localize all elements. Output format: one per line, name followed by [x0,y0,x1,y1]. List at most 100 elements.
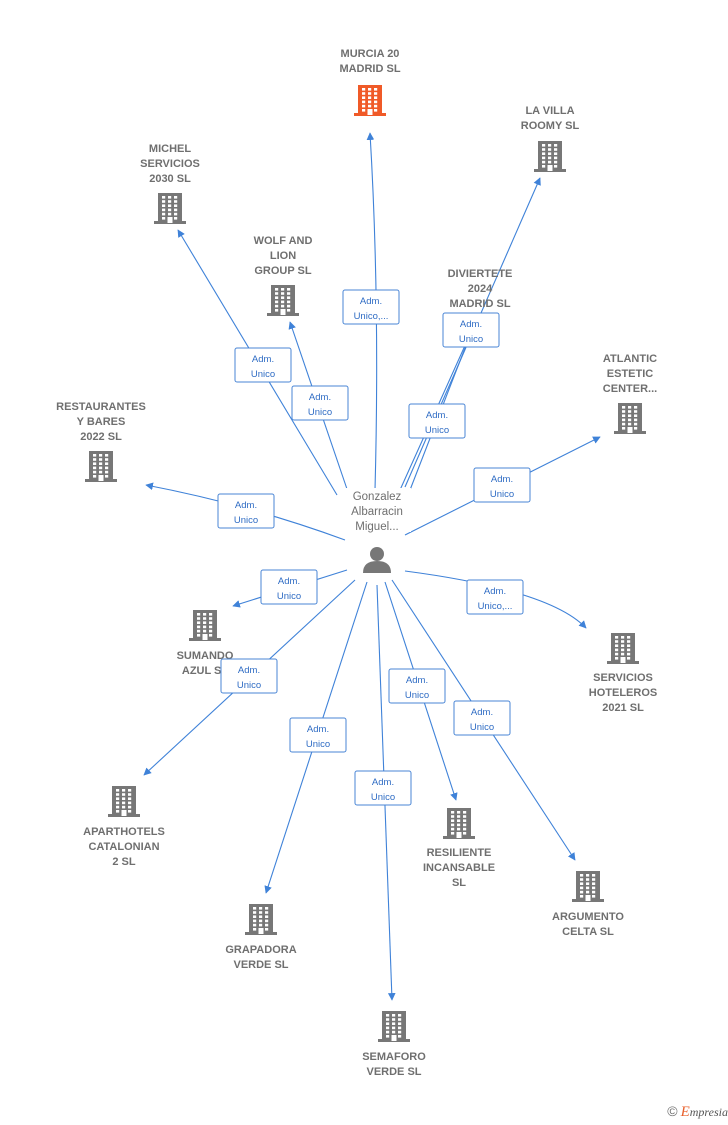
edge-role-label[interactable]: Adm. Unico [453,700,511,736]
person-label-bg [343,488,411,532]
company-label: SEMAFORO VERDE SL [362,1051,426,1078]
company-label-line: DIVIERTETE [448,268,513,280]
building-icon[interactable] [607,633,639,664]
edge-role-label[interactable]: Adm.Unico,... [342,289,400,325]
edge-role-label[interactable]: Adm.Unico [289,717,347,753]
company-label-line: CELTA SL [562,926,614,938]
edge-role-label[interactable]: Adm.Unico [408,403,466,439]
building-icon[interactable] [354,85,386,116]
company-label-line: GRAPADORA [225,944,296,956]
building-icon[interactable] [572,871,604,902]
edge-role-text: Adm.Unico [277,576,301,602]
building-icon[interactable] [108,786,140,817]
edge-role-label[interactable]: Adm. Unico [473,467,531,503]
company-label-line: 2022 SL [80,431,122,443]
edge-role-box [466,579,524,615]
edge-role-box [453,700,511,736]
company-label-line: APARTHOTELS [83,826,165,838]
building-icon[interactable] [245,904,277,935]
edge-role-text: Adm.Unico,... [354,296,389,322]
company-node-grapadora[interactable]: GRAPADORA VERDE SL [225,904,297,971]
edge-role-label[interactable]: Adm.Unico [234,347,292,383]
edge-role-label[interactable]: Adm.Unico [220,658,278,694]
building-icon[interactable] [534,141,566,172]
building-icon[interactable] [267,285,299,316]
company-label-line: 2030 SL [149,173,191,185]
edge-role-line: Adm. [406,675,428,686]
edge-role-label[interactable]: Adm.Unico,... [466,579,524,615]
edge-role-line: Unico [405,690,429,701]
copyright-symbol: © [667,1103,678,1119]
company-label-line: INCANSABLE [423,862,495,874]
edge-labels-layer: Adm.Unico,...Adm.UnicoAdm.UnicoAdm.Unico… [217,289,531,806]
building-icon[interactable] [189,610,221,641]
person-label-line: Miguel... [355,521,398,533]
company-label-line: VERDE SL [366,1066,421,1078]
person-icon[interactable] [363,547,391,573]
edge-role-line: Unico,... [354,311,389,322]
company-label-line: RESTAURANTES [56,401,146,413]
edge-role-line: Adm. [484,586,506,597]
company-label-line: 2021 SL [602,702,644,714]
edge-role-line: Adm. [252,354,274,365]
edge-role-line: Unico [490,489,514,500]
company-node-restaurantes[interactable]: RESTAURANTES Y BARES 2022 SL [56,401,146,482]
company-label-line: 2 SL [112,856,136,868]
company-label-line: CENTER... [603,383,657,395]
company-node-semaforo[interactable]: SEMAFORO VERDE SL [362,1011,426,1078]
person-label-line: Albarracin [351,506,403,518]
edge-role-box [289,717,347,753]
company-label-line: SL [452,877,466,889]
company-label-line: AZUL SL [182,665,229,677]
edge-role-label[interactable]: Adm.Unico [354,770,412,806]
company-label-line: Y BARES [77,416,126,428]
edge-role-line: Unico [234,515,258,526]
building-icon[interactable] [154,193,186,224]
edge-role-line: Adm. [491,474,513,485]
building-icon[interactable] [378,1011,410,1042]
company-label-line: ESTETIC [607,368,654,380]
edge-role-line: Adm. [309,392,331,403]
edge-role-line: Adm. [278,576,300,587]
edge-role-line: Unico [470,722,494,733]
edge-role-label[interactable]: Adm. Unico [291,385,349,421]
company-label-line: SUMANDO [177,650,234,662]
building-icon[interactable] [85,451,117,482]
building-icon[interactable] [614,403,646,434]
edge-role-line: Adm. [426,410,448,421]
edge-role-box [473,467,531,503]
edge-role-label[interactable]: Adm. Unico [388,668,446,704]
edge-role-text: Adm.Unico [425,410,449,436]
company-label: SUMANDO AZUL SL [177,650,234,677]
edge-role-text: Adm. Unico [308,392,332,418]
building-icon[interactable] [443,808,475,839]
edge-role-label[interactable]: Adm.Unico [442,312,500,348]
edge-role-text: Adm.Unico [459,319,483,345]
edge-role-line: Adm. [471,707,493,718]
company-label-line: GROUP SL [254,265,312,277]
edge-role-box [388,668,446,704]
edge-role-line: Unico [308,407,332,418]
company-label-line: SEMAFORO [362,1051,426,1063]
edge-role-text: Adm.Unico [237,665,261,691]
company-node-sumando[interactable]: SUMANDO AZUL SL [177,610,234,677]
edge-role-label[interactable]: Adm.Unico [260,569,318,605]
edge-role-line: Unico [237,680,261,691]
company-label-line: VERDE SL [233,959,288,971]
edge-role-label[interactable]: Adm.Unico [217,493,275,529]
company-label-line: SERVICIOS [140,158,200,170]
